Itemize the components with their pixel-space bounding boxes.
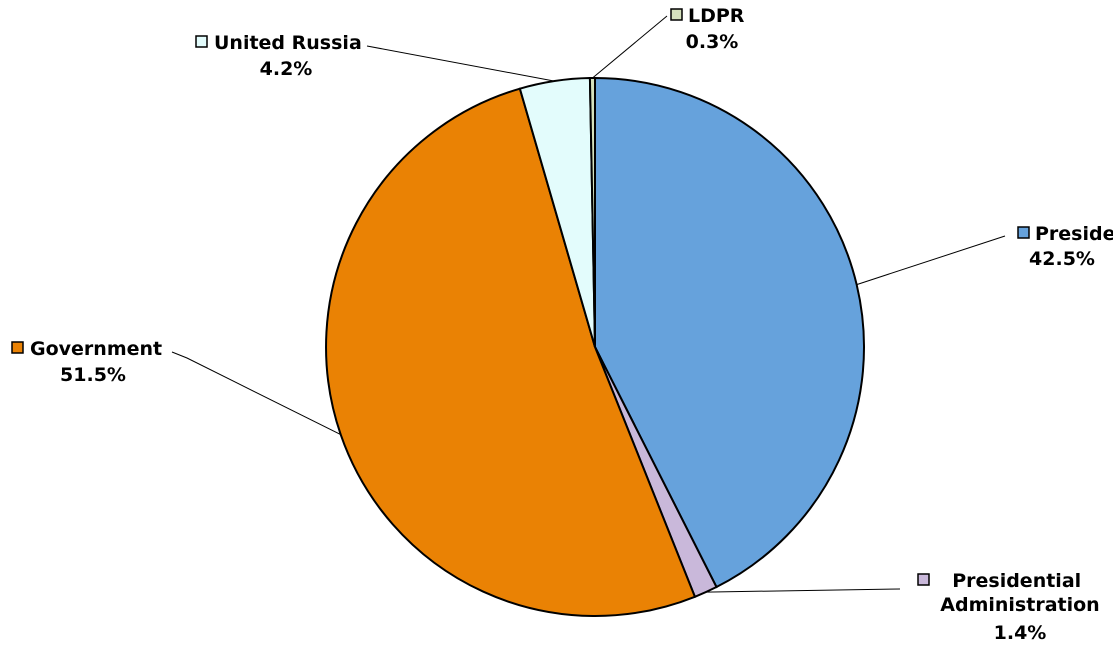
slice-value-united-russia: 4.2% [260, 58, 313, 80]
slice-label-presidential-administration: Presidential Administration [940, 570, 1099, 616]
leader-line-united-russia [366, 45, 555, 82]
slice-label-united-russia: United Russia [214, 32, 362, 54]
slice-value-government: 51.5% [60, 364, 126, 386]
presidential-administration-swatch [917, 573, 930, 586]
slice-value-ldpr: 0.3% [686, 31, 739, 53]
slice-value-presidential-administration: 1.4% [994, 622, 1047, 644]
leader-lines [171, 15, 1006, 593]
united-russia-swatch [195, 35, 208, 48]
leader-line-government [171, 351, 341, 436]
slice-label-president: President [1035, 223, 1113, 245]
pie-slice-ldpr [588, 76, 596, 348]
leader-line-presidential-administration [705, 588, 901, 593]
pie-slices [325, 76, 865, 617]
slice-label-government: Government [30, 338, 162, 360]
leader-line-ldpr [592, 15, 668, 79]
ldpr-swatch [670, 8, 683, 21]
slice-value-president: 42.5% [1029, 248, 1095, 270]
leader-line-president [856, 235, 1006, 286]
pie-slice-president [594, 76, 865, 589]
pie-slice-government [325, 87, 697, 617]
government-swatch [11, 341, 24, 354]
slice-label-ldpr: LDPR [688, 5, 745, 27]
slice-labels: President 42.5% Presidential Administrat… [11, 5, 1113, 644]
president-swatch [1017, 226, 1030, 239]
slice-label-presidential-administration-line2: Administration [940, 594, 1099, 616]
slice-label-presidential-administration-line1: Presidential [952, 570, 1081, 592]
